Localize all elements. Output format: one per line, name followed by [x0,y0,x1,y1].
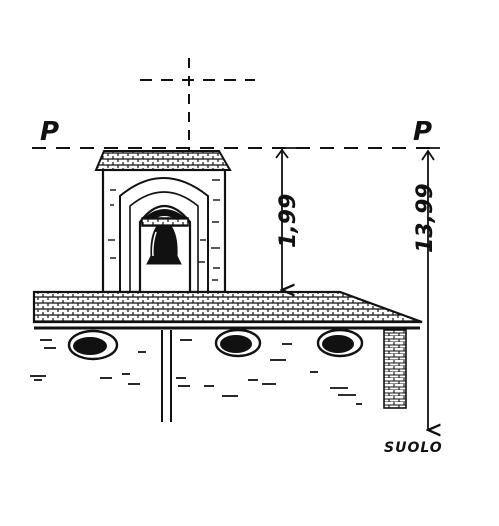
dimension-label-belfry: 1,99 [276,194,301,248]
plane-label-right: P [413,117,432,147]
wall-texture [30,339,362,405]
ground-label: SUOLO [384,440,443,456]
dimension-label-total: 13,99 [413,183,438,253]
belfry-cap [94,150,232,171]
main-roof [32,290,423,324]
brick-pilaster [383,329,407,409]
belfry-arch-frame [119,177,209,292]
plane-label-left: P [40,117,59,147]
bell-icon [141,217,189,265]
